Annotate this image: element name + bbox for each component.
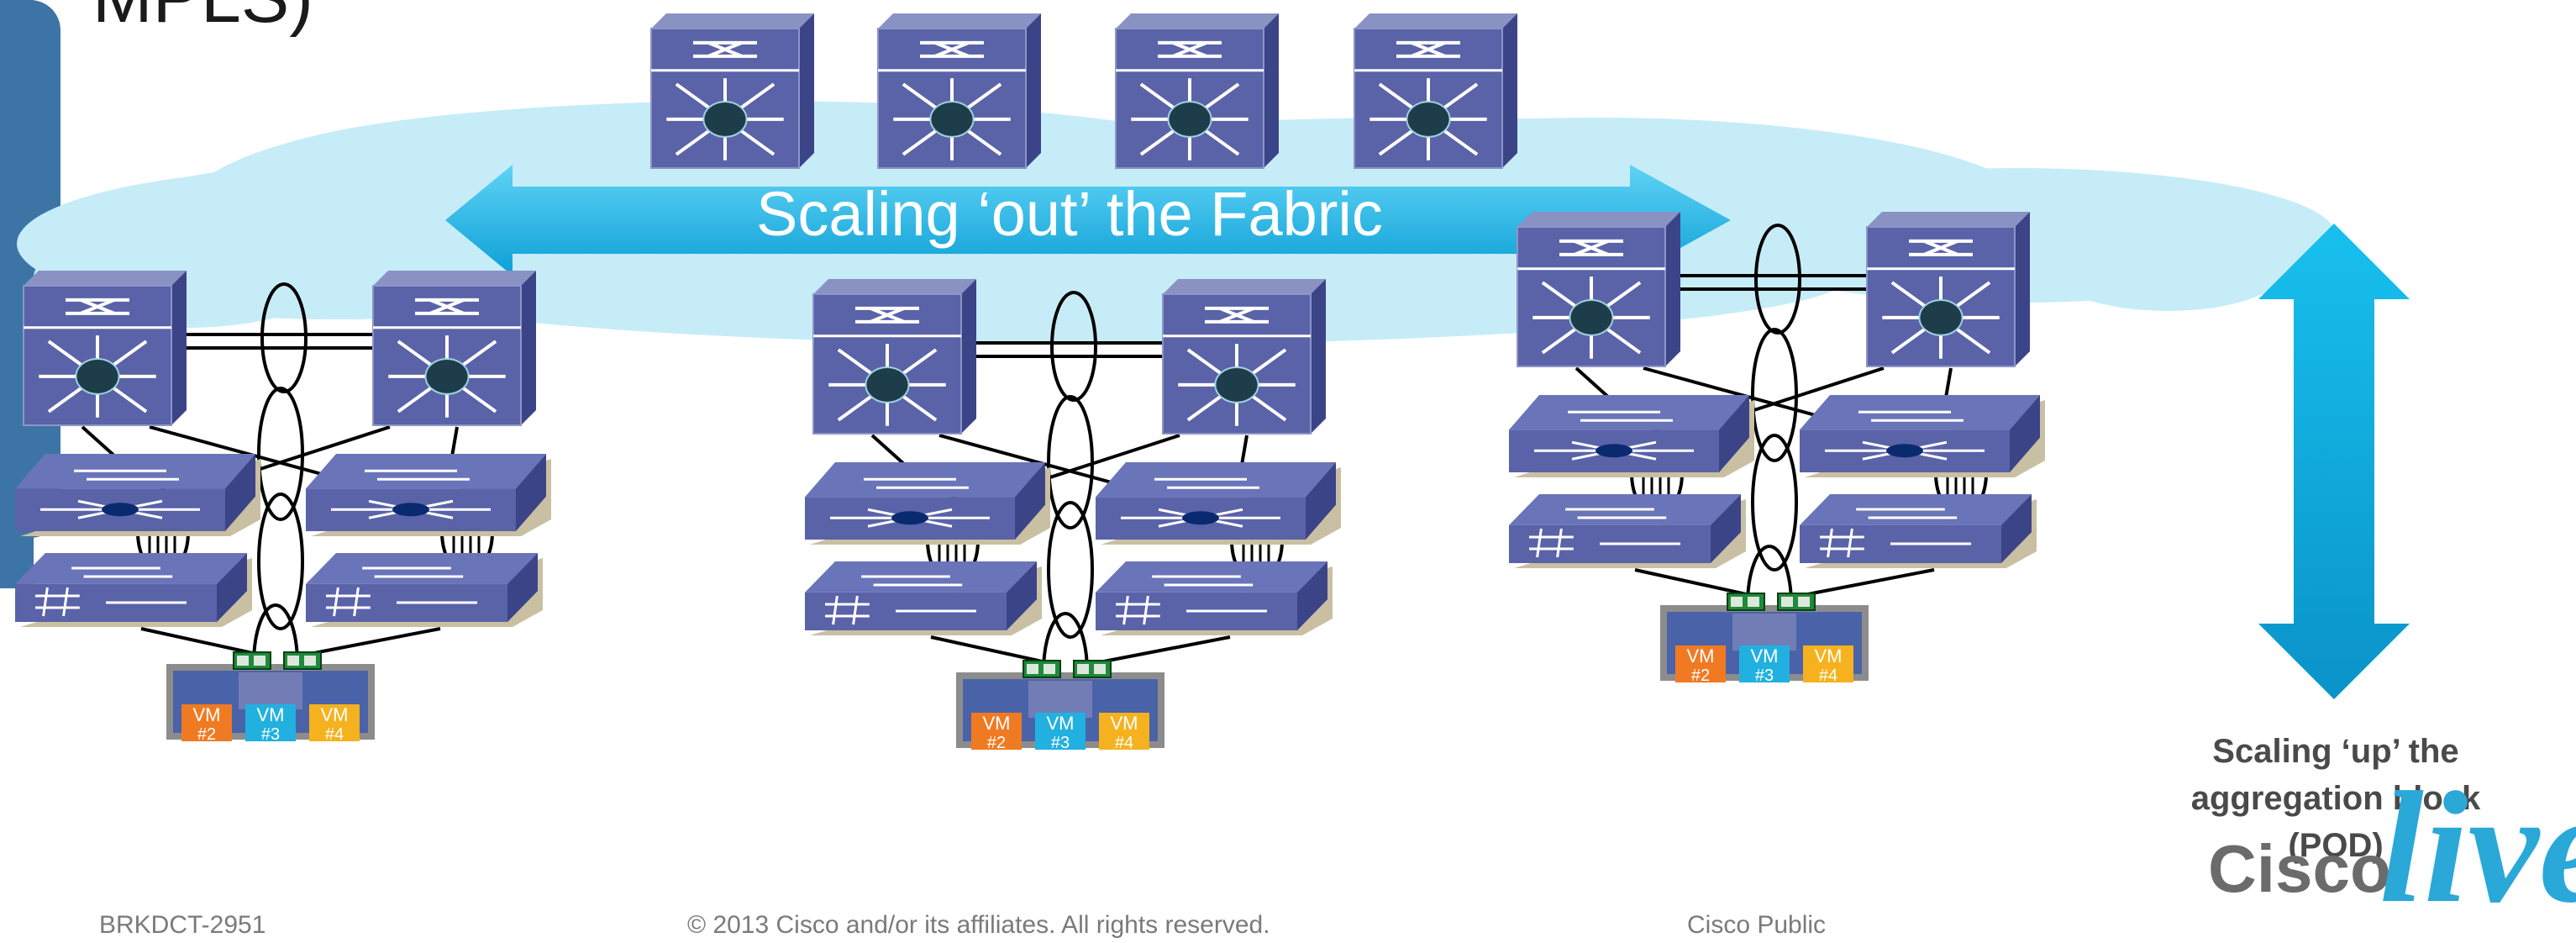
vm-label: VM [1815,645,1843,666]
vm-label: VM [1111,713,1138,734]
server-chassis-icon: VM#2VM#3VM#4 [956,660,1164,752]
vm-box [1099,713,1149,750]
port-channel-ellipse [1047,501,1094,639]
spine-switch-2 [877,13,1041,169]
port-channel-ellipse [1751,328,1798,462]
port-channel-ellipse [257,493,304,630]
spine-switch-4 [1354,13,1517,169]
vm-number: #4 [325,725,344,744]
fabric-extender-left [15,553,252,627]
network-adapter-icon [1023,660,1061,678]
vm-box [1675,645,1726,682]
vm-label: VM [193,704,221,725]
scaling-up-label: Scaling ‘up’ the aggregation block (POD) [2190,733,2481,864]
vm-box [1739,645,1790,682]
slide-title-fragment: MPLS) [92,0,313,40]
vm-label: VM [1687,645,1715,666]
vm-number: #3 [261,725,280,744]
access-switch-left [805,462,1050,545]
network-adapter-icon [1727,593,1765,611]
vm-number: #2 [1691,666,1710,685]
aggregation-switch-left [1517,212,1680,367]
aggregation-switch-right [372,271,536,426]
port-channel-ellipse [1754,224,1801,335]
network-adapter-icon [233,651,271,670]
vm-number: #3 [1051,734,1070,752]
scaling-up-arrow [2258,224,2410,699]
scaling-out-label: Scaling ‘out’ the Fabric [756,179,1383,249]
vm-box [1803,645,1853,682]
vm-box [1035,713,1086,750]
fabric-extender-left [1509,494,1746,568]
fabric-extender-right [1800,494,2037,568]
aggregation-switch-left [812,279,976,435]
vm-box [309,704,360,741]
port-channel-ellipse [257,387,304,521]
footer-copyright: © 2013 Cisco and/or its affiliates. All … [687,911,1270,939]
fabric-extender-right [306,553,543,627]
aggregation-switch-right [1866,212,2030,367]
scaling-out-arrow [445,165,1731,276]
port-channel-ellipse [1050,291,1097,402]
access-switch-right [306,454,551,536]
network-adapter-icon [1073,660,1112,678]
server-chassis-icon: VM#2VM#3VM#4 [166,651,375,744]
access-switch-right [1800,395,2045,477]
port-channel-ellipse [1751,434,1798,572]
vm-number: #3 [1755,666,1774,685]
footer-session-code: BRKDCT-2951 [99,911,266,939]
fabric-extender-left [805,561,1042,635]
aggregation-switch-left [23,271,187,426]
vm-label: VM [983,713,1011,734]
fabric-extender-right [1096,561,1333,635]
spine-switch-3 [1115,13,1279,169]
vm-box [181,704,232,741]
vm-number: #2 [987,734,1006,752]
server-chassis-icon: VM#2VM#3VM#4 [1660,593,1869,685]
vm-label: VM [1751,645,1779,666]
vm-box [971,713,1022,750]
vm-number: #4 [1819,666,1837,685]
access-switch-left [15,454,260,536]
footer-classification: Cisco Public [1687,911,1827,939]
spine-switch-1 [650,13,814,169]
cisco-logo-text: Cisco [2208,831,2391,906]
vm-number: #2 [197,725,216,744]
vm-label: VM [321,704,349,725]
port-channel-ellipse [1047,395,1094,529]
vm-number: #4 [1115,734,1133,752]
aggregation-switch-right [1162,279,1326,435]
access-switch-right [1096,462,1341,545]
vm-box [245,704,296,741]
network-adapter-icon [1777,593,1816,611]
access-switch-left [1509,395,1754,477]
port-channel-ellipse [260,282,308,393]
vm-label: VM [1047,713,1075,734]
vm-label: VM [257,704,285,725]
live-logo-text: live! [2379,760,2576,936]
network-adapter-icon [283,651,322,670]
